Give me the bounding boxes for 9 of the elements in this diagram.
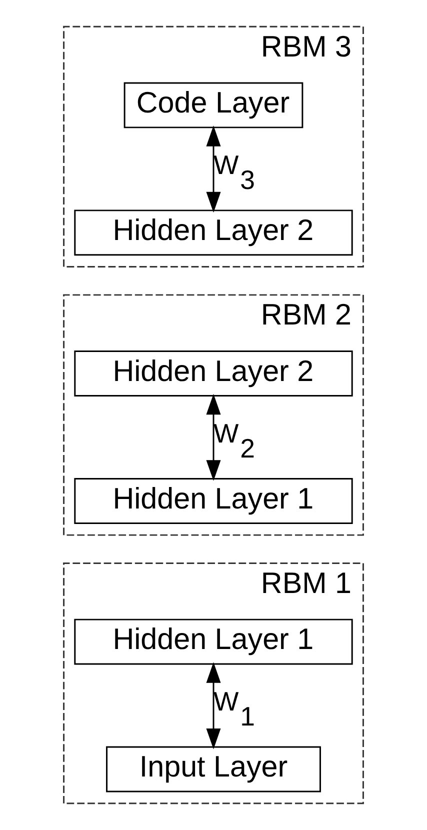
node-box: Hidden Layer 1 [74, 618, 353, 665]
node-box: Hidden Layer 1 [74, 478, 353, 524]
node-box: Input Layer [106, 746, 321, 792]
arrow [206, 126, 221, 213]
arrow [206, 662, 221, 750]
node-box: Code Layer [124, 82, 304, 128]
node-box: Hidden Layer 2 [74, 350, 353, 396]
node-box: Hidden Layer 2 [74, 210, 353, 256]
arrow [206, 394, 221, 481]
